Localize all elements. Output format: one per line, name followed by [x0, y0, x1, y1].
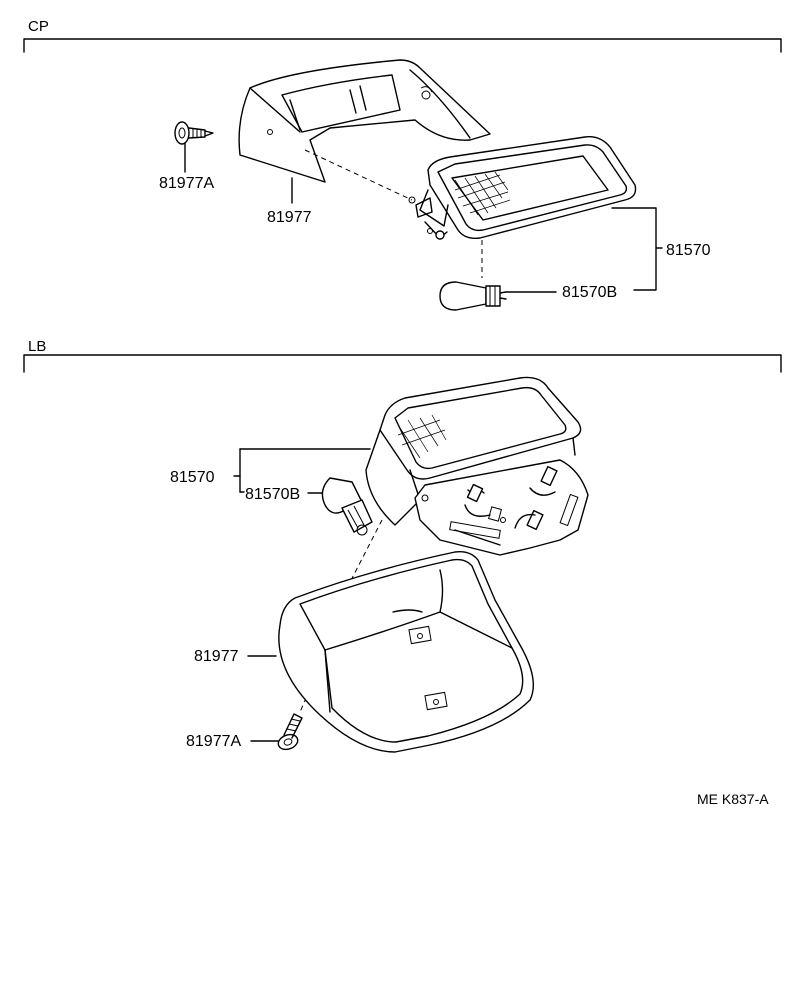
lb-label-81977A: 81977A — [186, 733, 241, 750]
lb-lamp-illustration — [365, 376, 589, 556]
cp-leader-81570 — [611, 207, 657, 291]
lb-bulb-illustration — [321, 477, 373, 536]
lb-cover-illustration — [278, 550, 534, 753]
drawing-code: ME K837-A — [697, 791, 769, 807]
cp-assembly-guide-line — [304, 149, 413, 201]
section-bracket-lb — [23, 354, 782, 373]
cp-label-81977: 81977 — [267, 209, 312, 226]
section-bracket-cp — [23, 38, 782, 53]
lb-label-81977: 81977 — [194, 648, 239, 665]
cp-label-81570B: 81570B — [562, 284, 617, 301]
cp-label-81570: 81570 — [666, 242, 711, 259]
cp-bulb-illustration — [439, 281, 507, 311]
lb-label-81570B: 81570B — [245, 486, 300, 503]
cp-label-81977A: 81977A — [159, 175, 214, 192]
cp-lamp-illustration — [408, 136, 637, 240]
lb-screw-illustration — [277, 713, 303, 751]
cp-cover-illustration — [238, 59, 491, 183]
cp-screw-illustration — [174, 121, 214, 145]
lb-label-81570: 81570 — [170, 469, 215, 486]
section-label-lb: LB — [28, 338, 46, 355]
section-label-cp: CP — [28, 18, 49, 35]
